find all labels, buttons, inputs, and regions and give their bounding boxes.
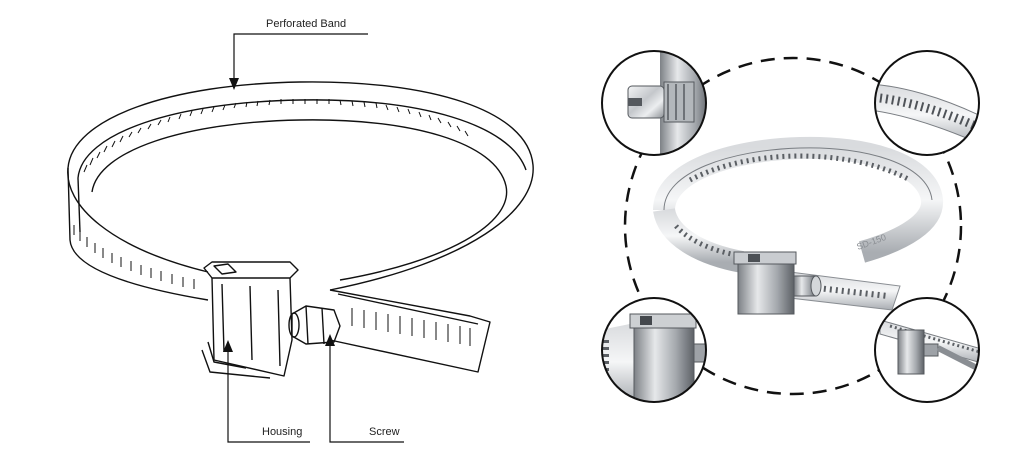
band-outer-edge [67, 81, 534, 291]
housing-callout-line [227, 348, 310, 443]
line-drawing [67, 81, 534, 379]
band-left-depth [67, 167, 209, 301]
detail-housing-bottom-left [601, 297, 707, 403]
band-top-inner-edge [77, 99, 527, 179]
callout-arrowheads [223, 78, 335, 352]
dashed-ring [623, 56, 963, 396]
band-inner-ring [91, 119, 508, 281]
screw-label: Screw [369, 426, 400, 438]
arrow-up-icon [223, 340, 233, 352]
arrow-down-icon [229, 78, 239, 90]
band-label: Perforated Band [266, 18, 347, 30]
detail-band-top-right [874, 50, 980, 156]
detail-side-bottom-right [874, 297, 980, 403]
clamp-photo: SD-150 [653, 136, 943, 315]
screw-drawing [288, 305, 341, 345]
callout-lines [227, 33, 404, 443]
housing-label: Housing [262, 426, 303, 438]
photo-composite: SD-150 [601, 50, 980, 403]
band-callout-line [233, 33, 368, 82]
detail-screw-top-left [601, 50, 707, 156]
band-perforations-side [73, 225, 195, 289]
screw-callout-line [329, 340, 404, 443]
arrow-up-icon [325, 334, 335, 346]
housing-drawing [201, 261, 299, 379]
band-perforations-top [83, 99, 469, 173]
tail-perforations [351, 308, 471, 346]
band-tail [329, 289, 491, 373]
